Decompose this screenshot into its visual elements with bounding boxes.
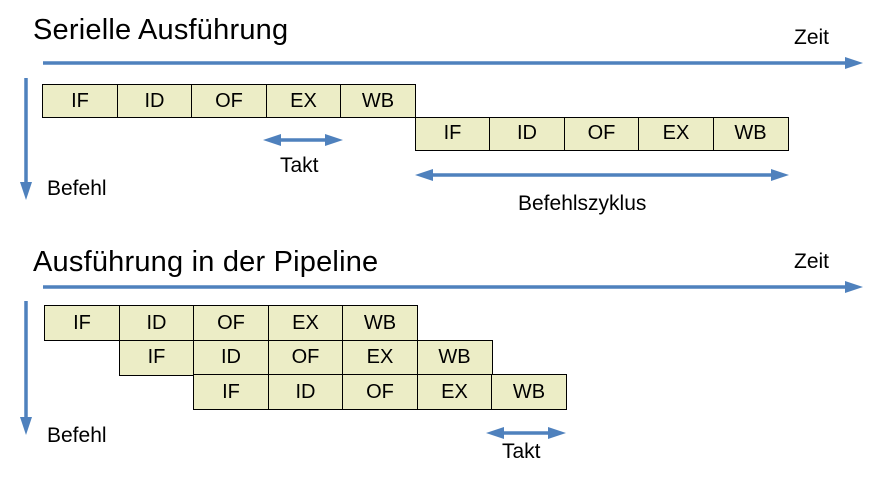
stage-cell: EX <box>638 116 714 151</box>
serial-section-title: Serielle Ausführung <box>33 14 289 46</box>
stage-cell: WB <box>342 305 418 341</box>
pipeline-section-title: Ausführung in der Pipeline <box>33 246 379 278</box>
stage-cell: IF <box>118 339 195 376</box>
stage-cell: ID <box>193 339 269 376</box>
clock-label-top: Takt <box>280 154 319 177</box>
stage-cell: OF <box>267 339 344 376</box>
stage-cell: EX <box>342 339 418 376</box>
stage-cell: OF <box>193 305 269 341</box>
stage-cell: EX <box>416 374 493 410</box>
stage-cell: ID <box>267 374 344 410</box>
stage-cell: EX <box>265 84 342 118</box>
instruction-axis-label-bottom: Befehl <box>47 424 107 447</box>
stage-cell: OF <box>563 116 640 151</box>
stage-cell: EX <box>267 305 344 341</box>
stage-cell: ID <box>489 116 565 151</box>
stage-cell: WB <box>340 84 416 118</box>
instruction-cycle-label: Befehlszyklus <box>518 192 647 215</box>
instruction-axis-arrow-top <box>20 78 32 200</box>
stage-cell: WB <box>491 374 567 410</box>
pipeline-instruction3-row: IF ID OF EX WB <box>193 374 567 410</box>
stage-cell: IF <box>193 374 269 410</box>
stage-cell: IF <box>414 116 491 151</box>
instruction-cycle-span-arrow <box>415 169 789 181</box>
stage-cell: WB <box>712 116 789 151</box>
time-axis-arrow-top <box>43 57 863 69</box>
instruction-axis-arrow-bottom <box>20 301 32 435</box>
time-axis-label-bottom: Zeit <box>794 250 830 273</box>
stage-cell: IF <box>42 84 118 118</box>
stage-cell: ID <box>118 305 195 341</box>
instruction-axis-label-top: Befehl <box>47 177 107 200</box>
serial-instruction2-row: IF ID OF EX WB <box>414 116 789 151</box>
stage-cell: IF <box>44 305 120 341</box>
stage-cell: ID <box>116 84 193 118</box>
pipeline-instruction2-row: IF ID OF EX WB <box>118 339 493 376</box>
stage-cell: OF <box>342 374 418 410</box>
clock-span-arrow-top <box>263 134 343 146</box>
clock-span-arrow-bottom <box>486 427 566 439</box>
serial-instruction1-row: IF ID OF EX WB <box>42 84 416 118</box>
stage-cell: OF <box>191 84 267 118</box>
stage-cell: WB <box>416 339 493 376</box>
pipeline-instruction1-row: IF ID OF EX WB <box>44 305 418 341</box>
time-axis-label-top: Zeit <box>794 26 830 49</box>
time-axis-arrow-bottom <box>43 281 863 293</box>
clock-label-bottom: Takt <box>502 440 541 463</box>
